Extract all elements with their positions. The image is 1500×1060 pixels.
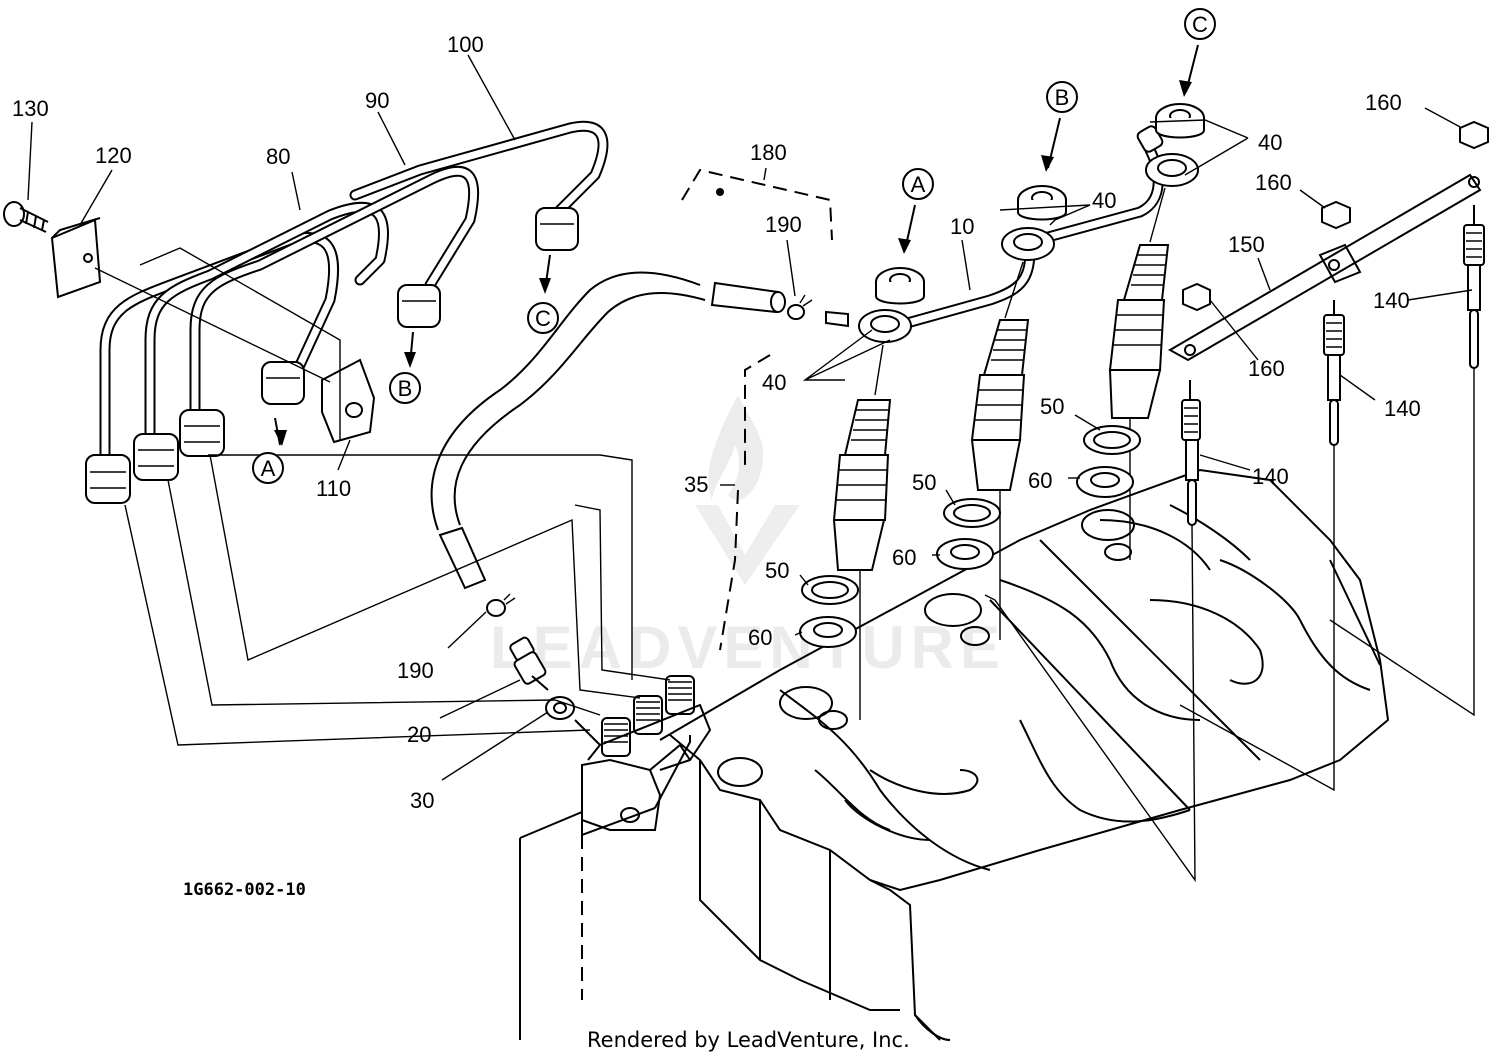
label-60-mid: 60 [892, 545, 916, 570]
nut-160-a [1182, 282, 1211, 312]
svg-text:C: C [1192, 12, 1208, 37]
clamp-110 [321, 358, 376, 444]
callout-b-left: B [389, 372, 421, 404]
glow-plug-assembly [984, 120, 1489, 883]
callout-b-right: B [1046, 81, 1078, 113]
nozzle-3 [1108, 244, 1170, 419]
label-160-bottom: 160 [1248, 356, 1285, 381]
leader-lines [27, 44, 1473, 781]
injection-pump-drawing [509, 636, 712, 823]
injection-nozzles [799, 103, 1205, 720]
svg-text:B: B [398, 376, 413, 401]
label-40-mid: 40 [1092, 188, 1116, 213]
group-brackets [681, 168, 833, 651]
reference-callouts: A B C A B C [252, 8, 1216, 484]
figure-code: 1G662-002-10 [183, 880, 306, 900]
glow-plug-1 [1181, 380, 1201, 526]
label-110: 110 [316, 476, 351, 501]
svg-text:B: B [1055, 85, 1070, 110]
label-100: 100 [447, 32, 484, 57]
label-80: 80 [266, 144, 290, 169]
watermark-v-icon [695, 505, 800, 585]
label-140-left: 140 [1252, 464, 1289, 489]
svg-text:A: A [911, 172, 926, 197]
label-160-mid: 160 [1255, 170, 1292, 195]
clamp-120 [50, 217, 102, 299]
callout-c-left: C [527, 302, 559, 334]
part-number-labels: 130 120 100 90 80 110 180 190 190 10 40 … [12, 32, 1421, 813]
pipe-nut-B [397, 284, 441, 328]
watermark-text: LEADVENTURE [490, 614, 1006, 681]
label-10: 10 [950, 214, 974, 239]
label-50-left: 50 [765, 558, 789, 583]
label-35: 35 [684, 472, 708, 497]
callout-c-right: C [1184, 8, 1216, 40]
cylinder-head-drawing [519, 468, 1390, 1041]
label-140-mid: 140 [1384, 396, 1421, 421]
label-130: 130 [12, 96, 49, 121]
pump-outlet-1 [601, 717, 631, 757]
label-40-left: 40 [762, 370, 786, 395]
pipe-nut-A [261, 361, 305, 405]
label-90: 90 [365, 88, 389, 113]
label-140-right: 140 [1373, 288, 1410, 313]
nut-160-b [1321, 200, 1351, 230]
watermark: LEADVENTURE [490, 395, 1006, 681]
pipe-nut-2 [133, 433, 179, 481]
washer-30 [545, 696, 575, 720]
nozzle-2 [970, 319, 1030, 491]
pipe-nut-3 [179, 409, 225, 457]
label-60-left: 60 [748, 625, 772, 650]
label-190-bottom: 190 [397, 658, 434, 683]
footer-credit: Rendered by LeadVenture, Inc. [587, 1028, 910, 1052]
nozzle-1 [832, 399, 892, 571]
svg-text:C: C [535, 306, 551, 331]
label-40-right: 40 [1258, 130, 1282, 155]
pipe-nut-C [535, 207, 579, 251]
label-30: 30 [410, 788, 434, 813]
label-120: 120 [95, 143, 132, 168]
banjo-fitting-20 [509, 636, 549, 691]
glow-plug-3 [1463, 205, 1485, 369]
label-50-mid: 50 [912, 470, 936, 495]
label-180: 180 [750, 140, 787, 165]
leak-off-hose [430, 188, 849, 617]
pump-outlet-2 [633, 695, 663, 735]
label-160-top: 160 [1365, 90, 1402, 115]
label-150: 150 [1228, 232, 1265, 257]
watermark-flame-icon [708, 395, 764, 500]
bolt-130 [3, 201, 49, 233]
injection-pipes [3, 120, 671, 746]
callout-a-left: A [252, 452, 284, 484]
label-190-top: 190 [765, 212, 802, 237]
callout-a-right: A [902, 168, 934, 200]
nut-160-c [1459, 120, 1489, 150]
svg-text:A: A [261, 456, 276, 481]
pipe-nut-1 [85, 454, 131, 504]
label-50-right: 50 [1040, 394, 1064, 419]
label-60-right: 60 [1028, 468, 1052, 493]
label-20: 20 [407, 722, 431, 747]
glow-plug-2 [1323, 300, 1345, 446]
